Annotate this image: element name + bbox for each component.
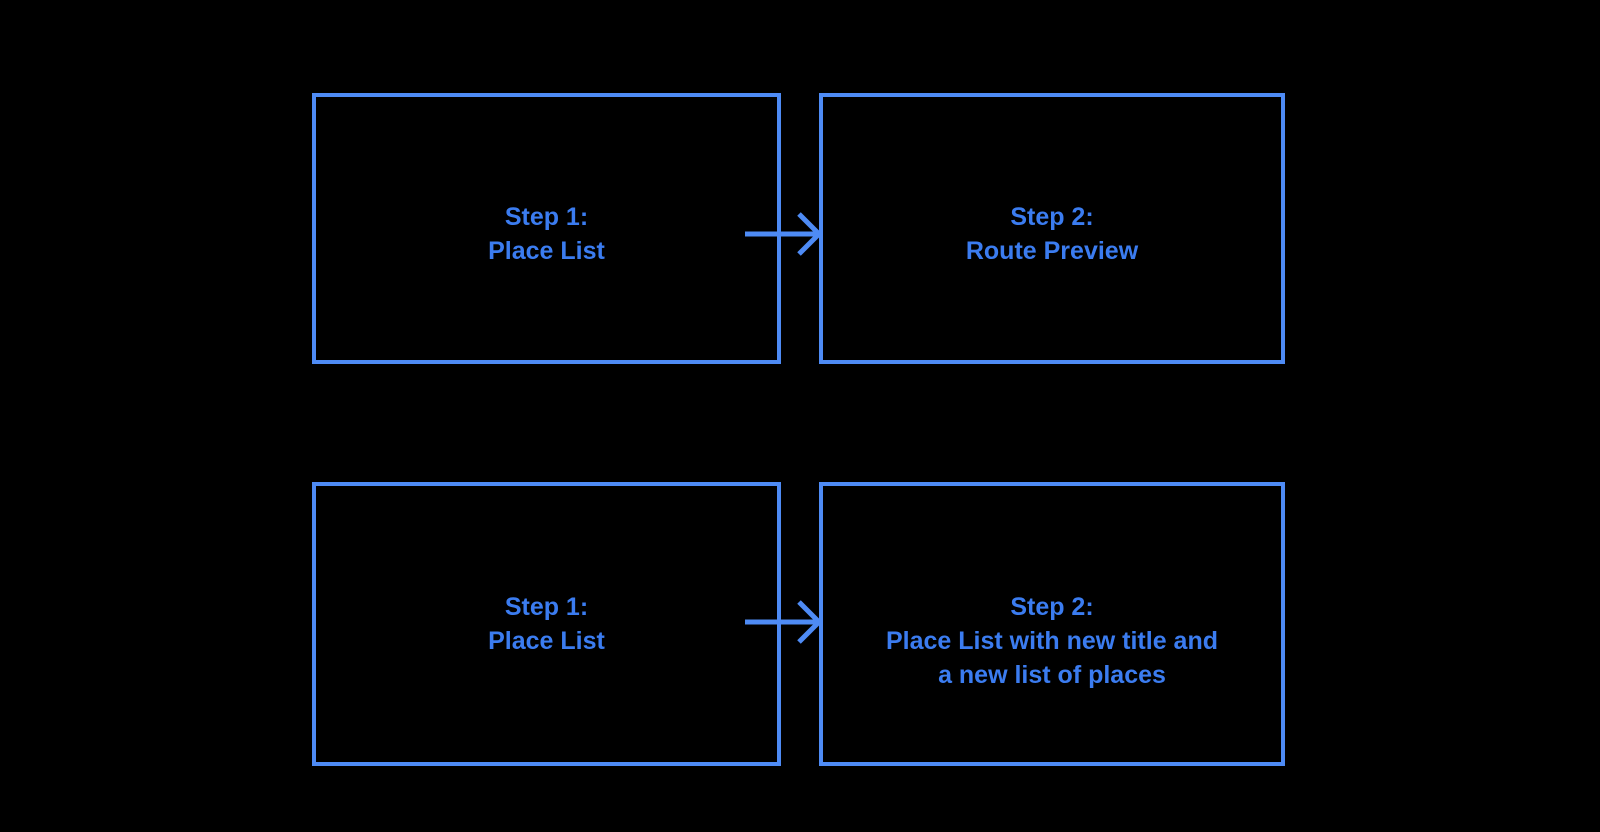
box-step2-route-preview: Step 2: Route Preview (819, 93, 1285, 364)
step-label-line: Step 1: (504, 593, 589, 621)
arrow-right-icon (745, 600, 823, 644)
box-label: Step 2: Route Preview (823, 200, 1281, 268)
box-label: Step 1: Place List (316, 200, 777, 268)
step-label-line: Place List with new title and (885, 627, 1218, 655)
step-label-line: a new list of places (938, 661, 1166, 689)
step-label-line: Place List (488, 627, 605, 655)
box-step1-place-list-row2: Step 1: Place List (312, 482, 781, 766)
box-step2-new-place-list: Step 2: Place List with new title and a … (819, 482, 1285, 766)
step-label-line: Step 2: (1010, 593, 1094, 621)
box-step1-place-list-row1: Step 1: Place List (312, 93, 781, 364)
arrow-right-icon (745, 212, 823, 256)
step-label-line: Place List (488, 236, 605, 265)
step-label-line: Step 1: (504, 202, 589, 231)
box-label: Step 2: Place List with new title and a … (823, 590, 1281, 692)
step-label-line: Route Preview (965, 236, 1139, 265)
box-label: Step 1: Place List (316, 590, 777, 658)
step-label-line: Step 2: (1010, 202, 1094, 231)
